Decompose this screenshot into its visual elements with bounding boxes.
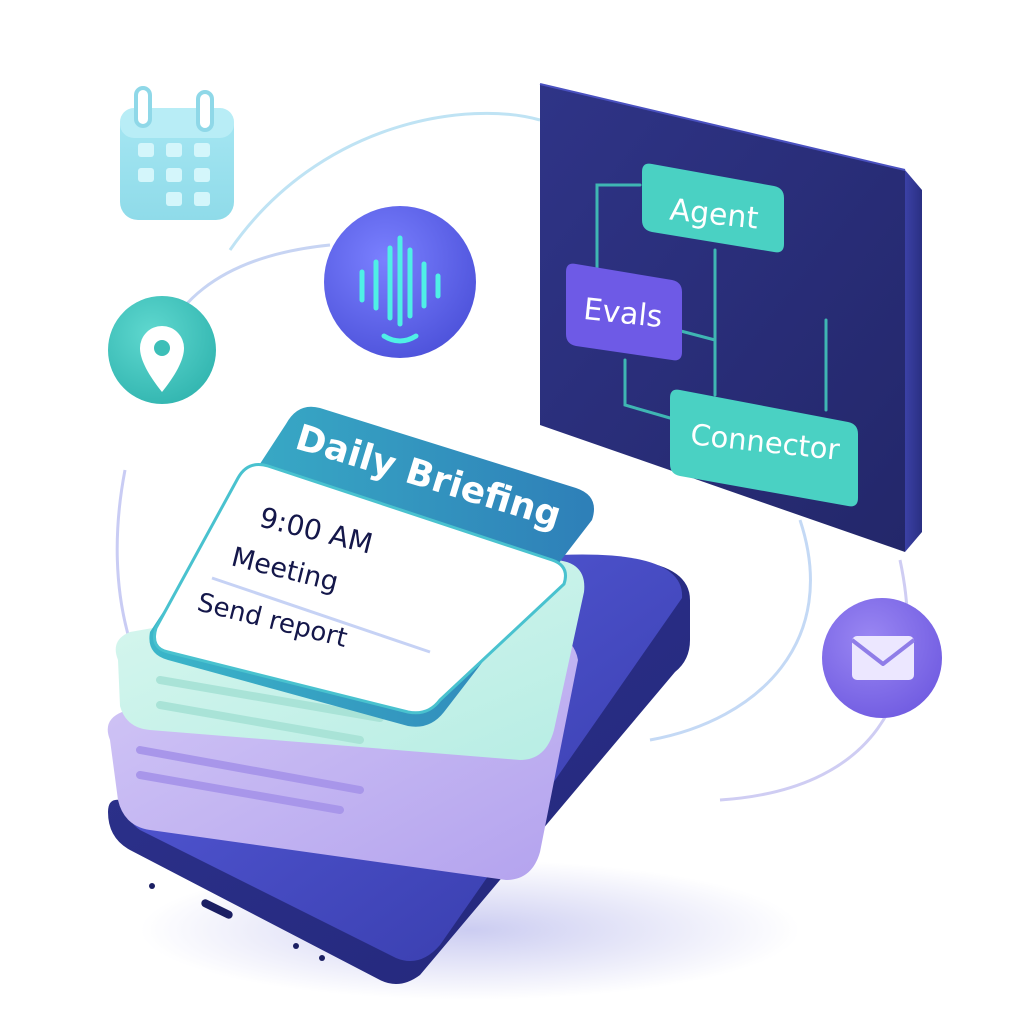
mail-icon [822, 598, 942, 718]
calendar-icon [120, 86, 234, 220]
evals-node: Evals [566, 263, 682, 361]
briefing-divider [211, 576, 431, 654]
orbit-line [228, 111, 541, 251]
diagram-connectors [595, 183, 828, 420]
evals-node-label: Evals [582, 292, 664, 335]
phone-speaker-dot [149, 883, 155, 889]
agent-node: Agent [642, 163, 784, 253]
phone-speaker-dot [319, 955, 325, 961]
diagram-panel: Agent Evals Connector [539, 83, 922, 552]
phone-speaker-dot [293, 943, 299, 949]
connector-node: Connector [670, 389, 858, 507]
orbit-line [649, 519, 812, 742]
voice-wave-icon [324, 206, 476, 358]
phone-charging-port [201, 899, 233, 919]
location-pin-icon [108, 296, 216, 404]
